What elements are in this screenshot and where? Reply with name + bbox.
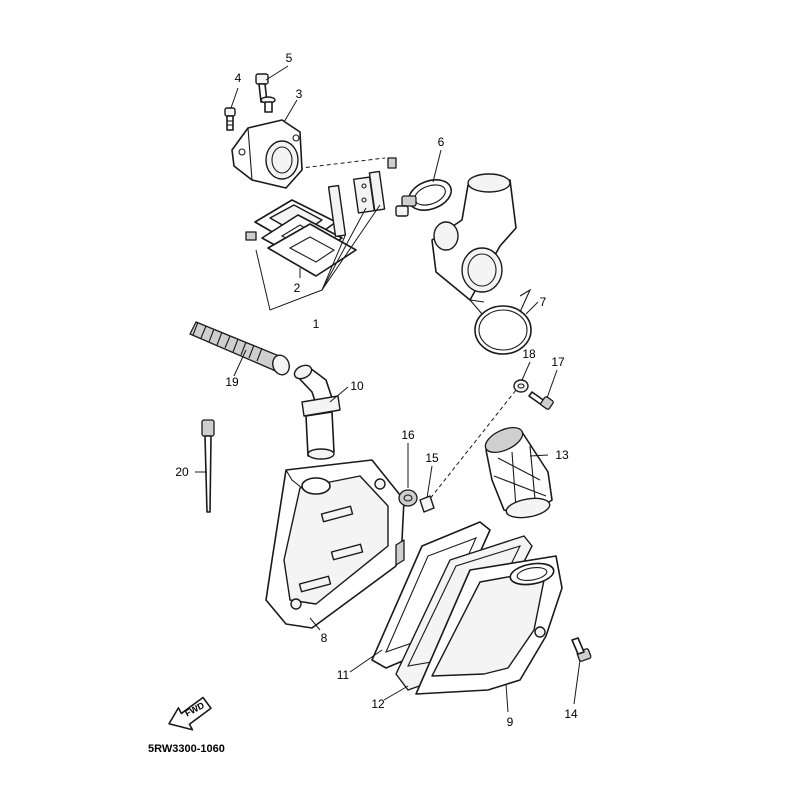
air-cleaner-case-part-8 [265,459,405,629]
screw-part-14 [571,637,592,662]
bolt-part-17 [528,391,554,410]
cable-tie-part-20 [201,419,215,513]
corrugated-hose-part-19 [189,321,290,376]
callout-3: 3 [296,87,303,101]
collar-part-15 [419,495,435,513]
callout-8: 8 [321,631,328,645]
callout-18: 18 [522,347,536,361]
elbow-pipe-part-10 [293,364,341,460]
callout-17: 17 [551,355,565,369]
callout-11: 11 [337,668,350,682]
callout-9: 9 [507,715,514,729]
forward-direction-arrow: FWD [168,696,212,731]
callout-19: 19 [225,375,239,389]
part-code: 5RW3300-1060 [148,743,225,755]
callout-20: 20 [175,465,189,479]
callout-13: 13 [555,448,569,462]
callout-7: 7 [540,295,547,309]
callout-10: 10 [350,379,364,393]
hose-clamp-part-6 [395,179,453,217]
callout-5: 5 [286,51,293,65]
washer-part-18 [513,379,529,393]
grommet-part-16 [398,489,418,507]
reed-valve-assembly-part-1 [245,157,397,263]
callout-16: 16 [401,428,415,442]
bolt-part-5 [255,73,276,113]
callout-14: 14 [564,707,578,721]
callout-4: 4 [235,71,242,85]
air-cleaner-cover-part-9 [415,555,563,695]
callout-12: 12 [371,697,385,711]
bolt-part-4 [224,107,236,131]
callout-labels: 1 2 3 4 5 6 7 8 9 10 11 12 13 14 15 16 1… [175,51,578,729]
callout-1: 1 [313,317,320,331]
callout-2: 2 [294,281,301,295]
spring-clip-part-7 [468,288,532,355]
intake-manifold-part-3 [231,119,303,189]
intake-funnel-part-13 [484,426,553,519]
callout-15: 15 [425,451,439,465]
leader-lines [195,65,581,713]
callout-6: 6 [438,135,445,149]
